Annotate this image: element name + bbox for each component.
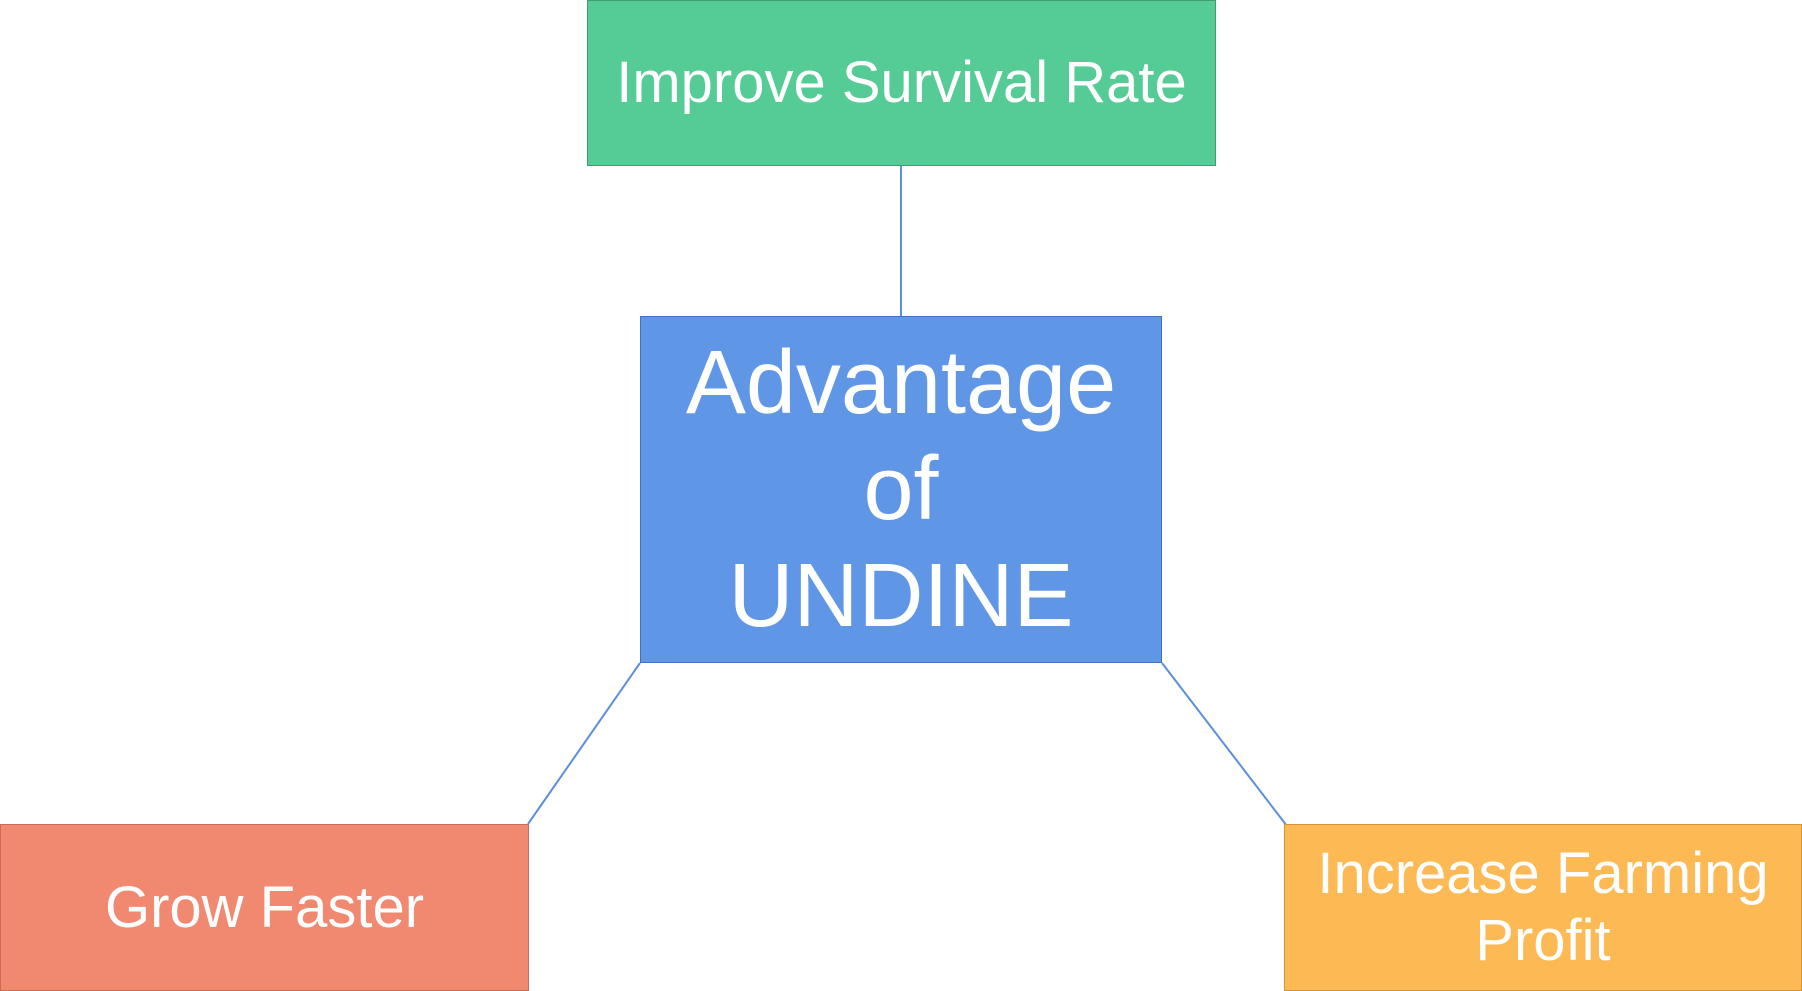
node-advantage-of-undine: Advantage of UNDINE (640, 316, 1162, 663)
node-center-line-1: Advantage (685, 333, 1117, 434)
node-right-line-1: Increase Farming (1317, 840, 1769, 906)
node-center-line-3: UNDINE (728, 545, 1074, 646)
node-increase-farming-profit: Increase Farming Profit (1284, 824, 1802, 991)
node-center-text: Advantage of UNDINE (686, 330, 1116, 649)
connector-left (527, 662, 641, 825)
node-grow-faster: Grow Faster (0, 824, 529, 991)
node-top-label: Improve Survival Rate (616, 50, 1187, 116)
connector-right (1161, 662, 1288, 827)
node-left-label: Grow Faster (104, 874, 425, 940)
node-right-text: Increase Farming Profit (1317, 841, 1768, 974)
node-center-line-2: of (863, 439, 939, 540)
node-improve-survival-rate: Improve Survival Rate (587, 0, 1216, 166)
node-right-line-2: Profit (1475, 907, 1611, 973)
